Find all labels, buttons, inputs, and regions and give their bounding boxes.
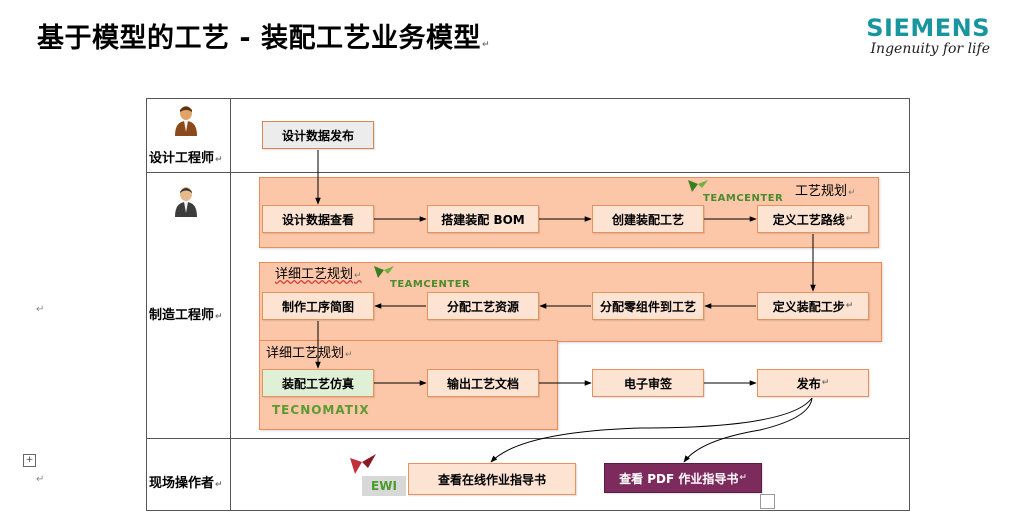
define-assembly-steps-box[interactable]: 定义装配工步↵ xyxy=(757,292,869,320)
column-divider xyxy=(230,98,231,510)
define-process-route-box[interactable]: 定义工艺路线↵ xyxy=(757,205,869,233)
output-process-docs-box[interactable]: 输出工艺文档 xyxy=(427,369,539,397)
create-assembly-process-box[interactable]: 创建装配工艺 xyxy=(592,205,704,233)
return-mark-icon: ↵ xyxy=(482,40,491,50)
band-title-process-planning: 工艺规划↵ xyxy=(795,184,856,199)
teamcenter-logo: TEAMCENTER xyxy=(703,193,784,204)
view-design-data-box[interactable]: 设计数据查看 xyxy=(262,205,374,233)
ewi-logo: EWI xyxy=(362,476,406,496)
return-mark-icon: ↵ xyxy=(36,474,45,485)
brand-tagline: Ingenuity for life xyxy=(870,41,990,57)
row-label-operator: 现场操作者↵ xyxy=(149,476,223,491)
resize-handle[interactable] xyxy=(760,494,775,509)
make-process-sketch-box[interactable]: 制作工序简图 xyxy=(262,292,374,320)
assign-process-resources-box[interactable]: 分配工艺资源 xyxy=(427,292,539,320)
page-title: 基于模型的工艺 - 装配工艺业务模型↵ xyxy=(37,23,491,54)
manufacturing-engineer-person-icon xyxy=(175,187,197,217)
design-engineer-person-icon xyxy=(175,106,197,136)
ewi-mark-icon xyxy=(350,454,376,474)
siemens-logo: SIEMENS Ingenuity for life xyxy=(866,14,990,58)
band-title-detailed-planning-tc: 详细工艺规划↵ xyxy=(275,267,362,282)
row-label-manufacturing: 制造工程师↵ xyxy=(149,308,223,323)
teamcenter-mark-icon xyxy=(374,266,394,278)
view-online-instructions-box[interactable]: 查看在线作业指导书 xyxy=(408,463,576,495)
release-box[interactable]: 发布↵ xyxy=(757,369,869,397)
band-title-detailed-planning-tx: 详细工艺规划↵ xyxy=(266,346,353,361)
build-assembly-bom-box[interactable]: 搭建装配 BOM xyxy=(427,205,539,233)
arrow-release-to-pdf xyxy=(683,397,813,463)
brand-name: SIEMENS xyxy=(866,14,990,42)
row-divider xyxy=(146,438,909,439)
arrow-release-to-online xyxy=(490,397,813,463)
teamcenter-mark-icon xyxy=(688,180,708,192)
electronic-signoff-box[interactable]: 电子审签 xyxy=(592,369,704,397)
view-pdf-instructions-box[interactable]: 查看 PDF 作业指导书↵ xyxy=(604,463,762,493)
tecnomatix-logo: TECNOMATIX xyxy=(272,403,370,417)
assembly-simulation-box[interactable]: 装配工艺仿真 xyxy=(262,369,374,397)
teamcenter-logo: TEAMCENTER xyxy=(390,279,471,290)
publish-design-data-box[interactable]: 设计数据发布 xyxy=(262,121,374,149)
assign-parts-to-process-box[interactable]: 分配零组件到工艺 xyxy=(592,292,704,320)
row-label-designer: 设计工程师↵ xyxy=(149,151,223,166)
table-move-handle-icon[interactable]: + xyxy=(23,454,36,467)
return-mark-icon: ↵ xyxy=(36,304,45,315)
row-divider xyxy=(146,172,909,173)
swimlane-table xyxy=(146,98,910,511)
